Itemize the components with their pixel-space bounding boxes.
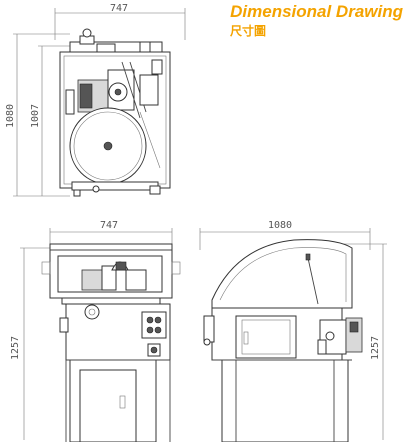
side-height-label: 1257 [370, 336, 381, 360]
side-view: 1080 1257 [199, 220, 387, 442]
side-width-label: 1080 [268, 220, 292, 231]
top-width-label: 747 [110, 3, 128, 14]
page-subtitle: 尺寸圖 [230, 24, 267, 38]
top-height-outer-label: 1080 [5, 104, 16, 128]
page-title: Dimensional Drawing [230, 2, 403, 21]
front-view: 747 1257 [10, 220, 181, 442]
top-view: 747 1080 1007 [5, 3, 186, 197]
front-width-label: 747 [100, 220, 118, 231]
front-height-label: 1257 [10, 336, 21, 360]
top-height-inner-label: 1007 [30, 104, 41, 128]
